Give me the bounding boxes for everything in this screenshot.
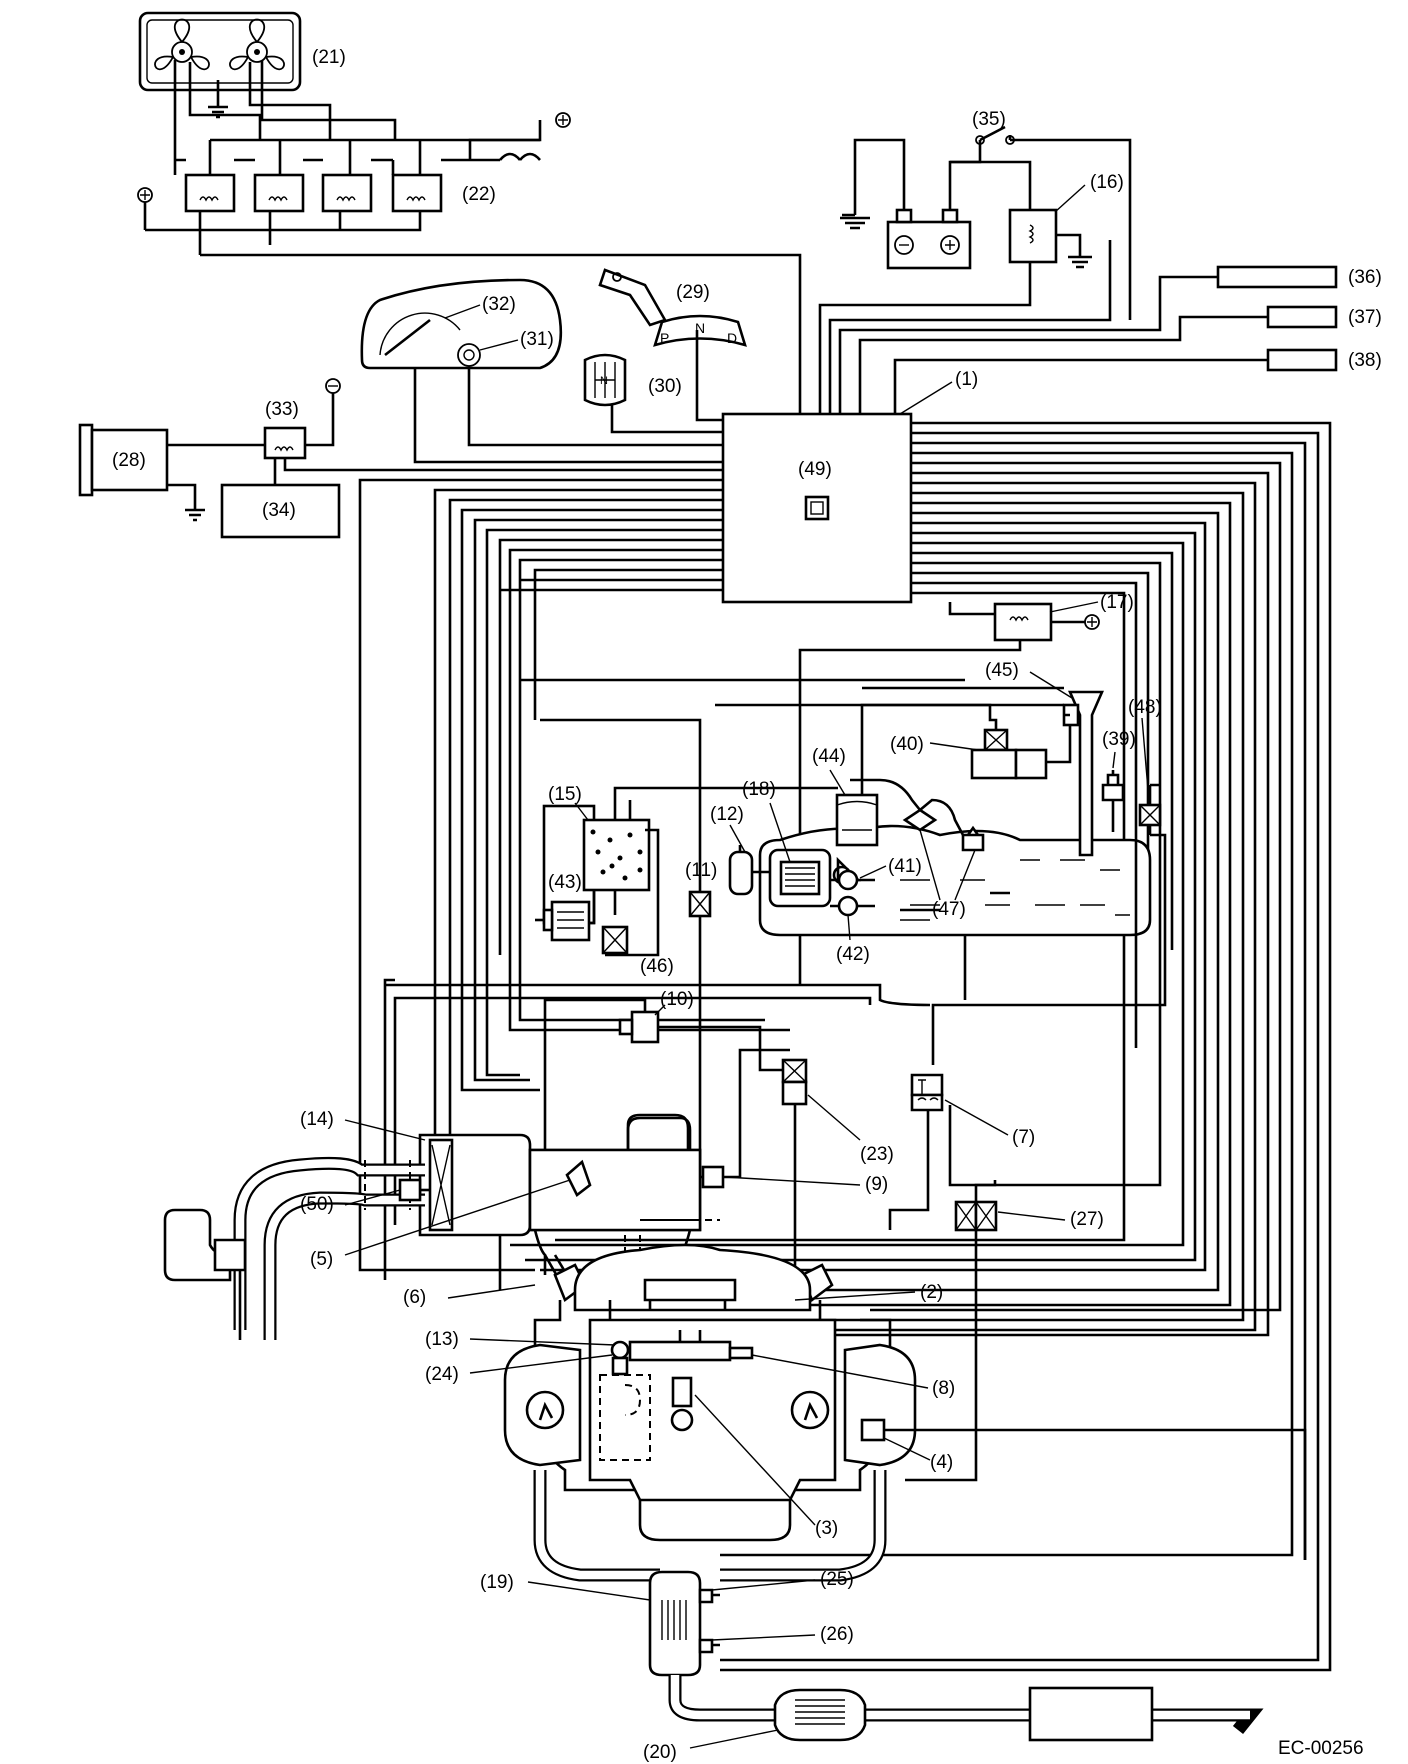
label-43: (43): [548, 872, 582, 893]
label-42: (42): [836, 944, 870, 965]
battery: [886, 208, 972, 270]
label-15: (15): [548, 784, 582, 805]
label-17: (17): [1100, 592, 1134, 613]
label-18: (18): [742, 779, 776, 800]
plus-terminal-icon: [325, 378, 341, 394]
label-28: (28): [112, 450, 146, 471]
label-7: (7): [1012, 1127, 1035, 1148]
label-33: (33): [265, 399, 299, 420]
label-13: (13): [425, 1329, 459, 1350]
gear-p: P: [660, 330, 669, 346]
fan-icon: [229, 18, 285, 71]
label-8: (8): [932, 1378, 955, 1399]
label-2: (2): [920, 1282, 943, 1303]
label-39: (39): [1102, 729, 1136, 750]
document-code: EC-00256: [1278, 1738, 1364, 1759]
label-14: (14): [300, 1109, 334, 1130]
fan-relay-group: [184, 173, 443, 213]
label-41: (41): [888, 856, 922, 877]
label-11: (11): [685, 860, 717, 881]
label-50: (50): [300, 1194, 334, 1215]
label-1: (1): [955, 369, 978, 390]
label-29: (29): [676, 282, 710, 303]
label-12: (12): [710, 804, 744, 825]
label-45: (45): [985, 660, 1019, 681]
battery-negative-icon: [894, 235, 914, 255]
label-32: (32): [482, 294, 516, 315]
label-35: (35): [972, 109, 1006, 130]
label-23: (23): [860, 1144, 894, 1165]
label-36: (36): [1348, 267, 1382, 288]
label-20: (20): [643, 1742, 677, 1763]
label-19: (19): [480, 1572, 514, 1593]
radiator-fan-assembly: [138, 11, 302, 92]
label-31: (31): [520, 329, 554, 350]
label-24: (24): [425, 1364, 459, 1385]
gear-n: N: [695, 320, 705, 336]
label-37: (37): [1348, 307, 1382, 328]
label-9: (9): [865, 1174, 888, 1195]
fan-icon: [154, 18, 210, 71]
label-4: (4): [930, 1452, 953, 1473]
label-10: (10): [660, 989, 694, 1010]
ground-icon: [840, 213, 870, 230]
label-27: (27): [1070, 1209, 1104, 1230]
label-22: (22): [462, 184, 496, 205]
label-26: (26): [820, 1624, 854, 1645]
label-46: (46): [640, 956, 674, 977]
label-38: (38): [1348, 350, 1382, 371]
charcoal-dots: [590, 829, 643, 881]
neutral-n: N: [600, 375, 608, 387]
label-25: (25): [820, 1569, 854, 1590]
label-49: (49): [798, 459, 832, 480]
label-16: (16): [1090, 172, 1124, 193]
label-6: (6): [403, 1287, 426, 1308]
label-40: (40): [890, 734, 924, 755]
ground-icon: [208, 80, 228, 119]
label-30: (30): [648, 376, 682, 397]
relay-coil-icon: [199, 196, 426, 202]
gear-d: D: [727, 330, 737, 346]
battery-positive-icon: [940, 235, 960, 255]
label-44: (44): [812, 746, 846, 767]
label-34: (34): [262, 500, 296, 521]
label-48: (48): [1128, 697, 1162, 718]
plus-terminal-icon: [1084, 614, 1100, 630]
label-3: (3): [815, 1518, 838, 1539]
label-5: (5): [310, 1249, 333, 1270]
label-47: (47): [932, 899, 966, 920]
label-21: (21): [312, 47, 346, 68]
